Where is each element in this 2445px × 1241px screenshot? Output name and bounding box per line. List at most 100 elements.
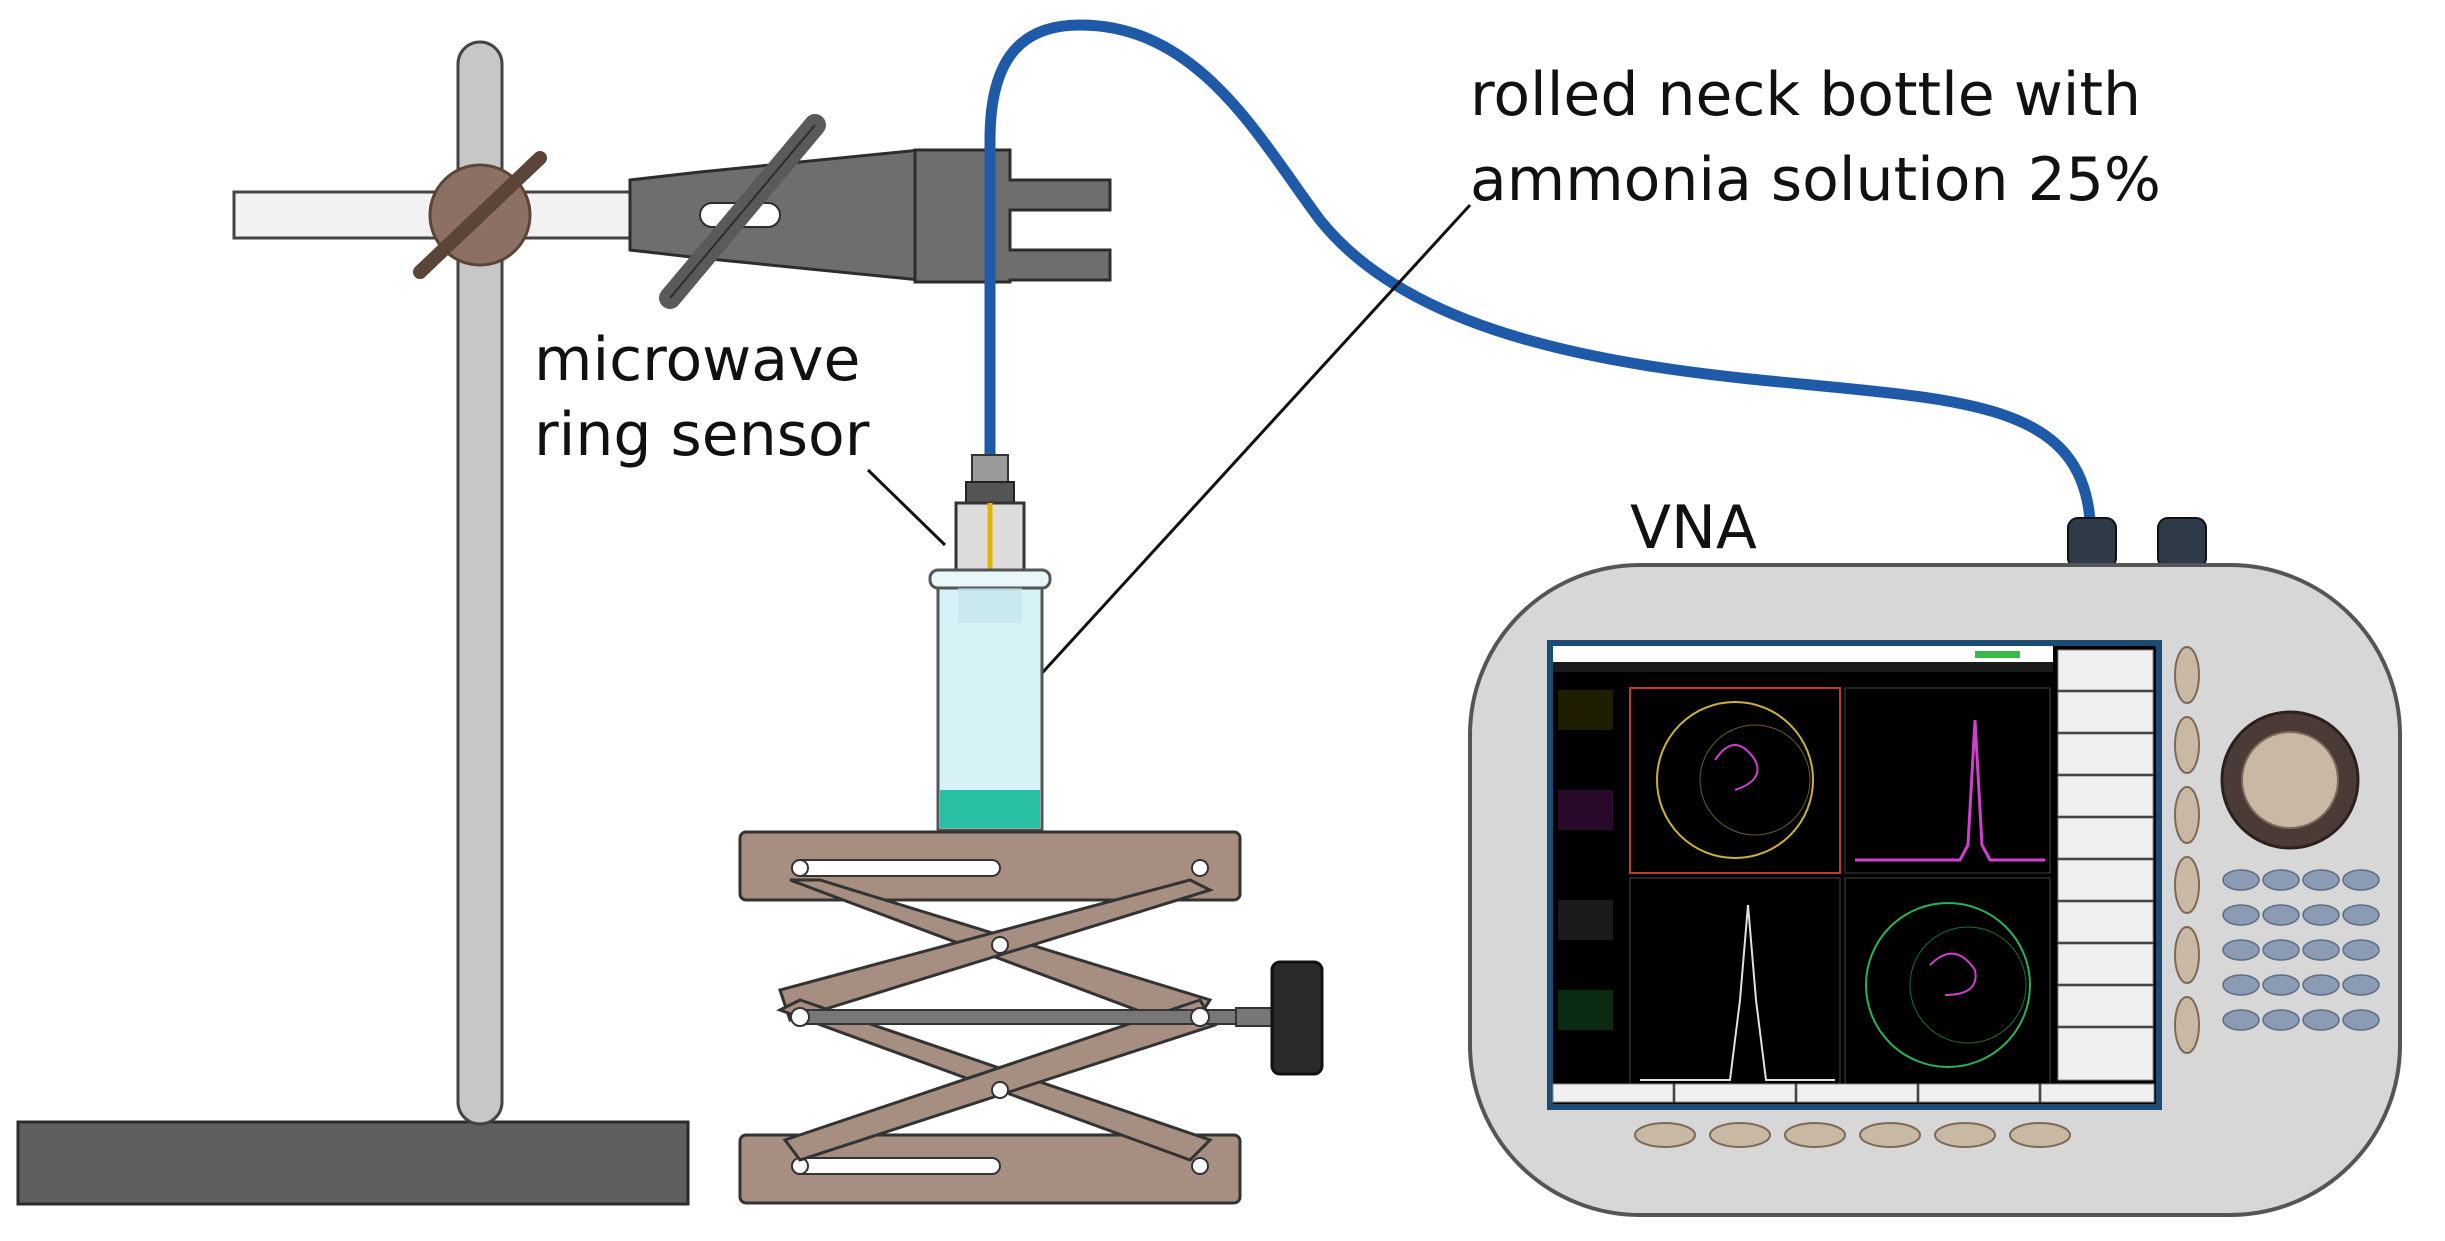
screen-title-bar	[1553, 646, 2053, 662]
jack-bottom-slot	[791, 1157, 1001, 1175]
keypad-key[interactable]	[2302, 939, 2340, 961]
lab-jack	[738, 830, 1324, 1205]
softkey-5[interactable]	[2057, 817, 2154, 859]
bottom-button-5[interactable]	[1934, 1122, 1996, 1148]
keypad-key[interactable]	[2222, 1009, 2260, 1031]
bottom-key-5[interactable]	[2040, 1083, 2155, 1103]
sensor-label-line1: microwave	[534, 325, 860, 395]
screen-bottom-keys	[1552, 1083, 2155, 1103]
bottle-leader-line	[1020, 203, 1472, 697]
rolled-neck-bottle	[928, 568, 1052, 832]
softkey-2[interactable]	[2057, 691, 2154, 733]
softkey-1[interactable]	[2057, 649, 2154, 691]
plot-smith-2	[1844, 877, 2051, 1089]
keypad-key[interactable]	[2302, 974, 2340, 996]
vna-bottom-buttons	[1634, 1122, 2071, 1148]
side-button-5[interactable]	[2174, 926, 2200, 984]
coax-cable	[984, 19, 2096, 526]
vna-port-1	[2067, 517, 2117, 569]
keypad-key[interactable]	[2262, 904, 2300, 926]
bottom-button-1[interactable]	[1634, 1122, 1696, 1148]
jack-bottom-pin-right	[1191, 1157, 1209, 1175]
bottom-key-3[interactable]	[1796, 1083, 1918, 1103]
jack-pivot-2	[991, 1081, 1009, 1099]
clamp-jaws	[913, 148, 1112, 284]
keypad-key[interactable]	[2222, 974, 2260, 996]
stand-base	[16, 1120, 690, 1206]
smith-chart-yellow	[1656, 701, 1814, 859]
readout-magenta	[1558, 790, 1613, 830]
side-button-2[interactable]	[2174, 716, 2200, 774]
bottom-button-6[interactable]	[2009, 1122, 2071, 1148]
plot-smith-1	[1629, 687, 1841, 874]
softkey-10[interactable]	[2057, 1027, 2154, 1081]
readout-yellow	[1558, 690, 1613, 730]
ammonia-solution	[940, 790, 1040, 828]
side-button-6[interactable]	[2174, 996, 2200, 1054]
jack-top-slot	[791, 859, 1001, 877]
bottom-button-4[interactable]	[1859, 1122, 1921, 1148]
keypad-key[interactable]	[2222, 939, 2260, 961]
keypad-key[interactable]	[2222, 869, 2260, 891]
plot-magnitude-1	[1844, 687, 2051, 874]
keypad-key[interactable]	[2262, 974, 2300, 996]
jack-mid-pin-right	[1190, 1007, 1210, 1027]
jack-knob-shaft	[1235, 1007, 1277, 1027]
bottom-key-4[interactable]	[1918, 1083, 2040, 1103]
keypad-key[interactable]	[2342, 939, 2380, 961]
softkey-3[interactable]	[2057, 733, 2154, 775]
vna-side-buttons	[2174, 646, 2200, 1054]
magnitude-trace-white	[1640, 904, 1835, 1081]
keypad-key[interactable]	[2222, 904, 2260, 926]
bottom-key-2[interactable]	[1674, 1083, 1796, 1103]
side-button-3[interactable]	[2174, 786, 2200, 844]
bottom-key-1[interactable]	[1552, 1083, 1674, 1103]
jack-pivot-1	[991, 936, 1009, 954]
retort-stand	[16, 40, 690, 1206]
softkey-4[interactable]	[2057, 775, 2154, 817]
bottle-label-line1: rolled neck bottle with	[1470, 60, 2141, 130]
side-button-4[interactable]	[2174, 856, 2200, 914]
side-button-1[interactable]	[2174, 646, 2200, 704]
keypad-key[interactable]	[2302, 1009, 2340, 1031]
bottom-button-3[interactable]	[1784, 1122, 1846, 1148]
sma-connector	[971, 454, 1009, 486]
keypad-key[interactable]	[2262, 869, 2300, 891]
sensor-board-behind-glass	[958, 588, 1022, 623]
plot-magnitude-2	[1629, 877, 1841, 1089]
jack-top-pin-left	[791, 859, 809, 877]
vna-instrument	[1468, 517, 2402, 1217]
softkey-6[interactable]	[2057, 859, 2154, 901]
clamp-screw-outline	[669, 124, 816, 299]
boss-screw	[413, 151, 547, 279]
keypad-key[interactable]	[2262, 939, 2300, 961]
jack-spindle	[799, 1009, 1241, 1025]
jack-mid-pin-left	[790, 1007, 810, 1027]
smith-chart-green-inner	[1909, 926, 2027, 1044]
softkey-7[interactable]	[2057, 901, 2154, 943]
holding-clamp	[628, 114, 1112, 309]
keypad-key[interactable]	[2302, 869, 2340, 891]
keypad-key[interactable]	[2302, 904, 2340, 926]
jack-knob	[1270, 960, 1324, 1076]
keypad-key[interactable]	[2342, 904, 2380, 926]
sensor-leader-line	[866, 468, 947, 547]
stand-rod	[456, 40, 504, 1126]
keypad-key[interactable]	[2342, 1009, 2380, 1031]
softkey-9[interactable]	[2057, 985, 2154, 1027]
softkey-8[interactable]	[2057, 943, 2154, 985]
keypad-key[interactable]	[2342, 974, 2380, 996]
keypad-key[interactable]	[2262, 1009, 2300, 1031]
screen-status-indicator	[1975, 651, 2020, 658]
screen-status-bar	[1553, 662, 2053, 672]
readout-white	[1558, 900, 1613, 940]
rotary-knob-center	[2241, 731, 2339, 829]
screen-readouts	[1558, 690, 1613, 1030]
keypad-key[interactable]	[2342, 869, 2380, 891]
bottom-button-2[interactable]	[1709, 1122, 1771, 1148]
smith-chart-green	[1865, 902, 2031, 1068]
vna-label: VNA	[1630, 493, 1757, 563]
bottle-body	[936, 583, 1044, 832]
readout-green	[1558, 990, 1613, 1030]
